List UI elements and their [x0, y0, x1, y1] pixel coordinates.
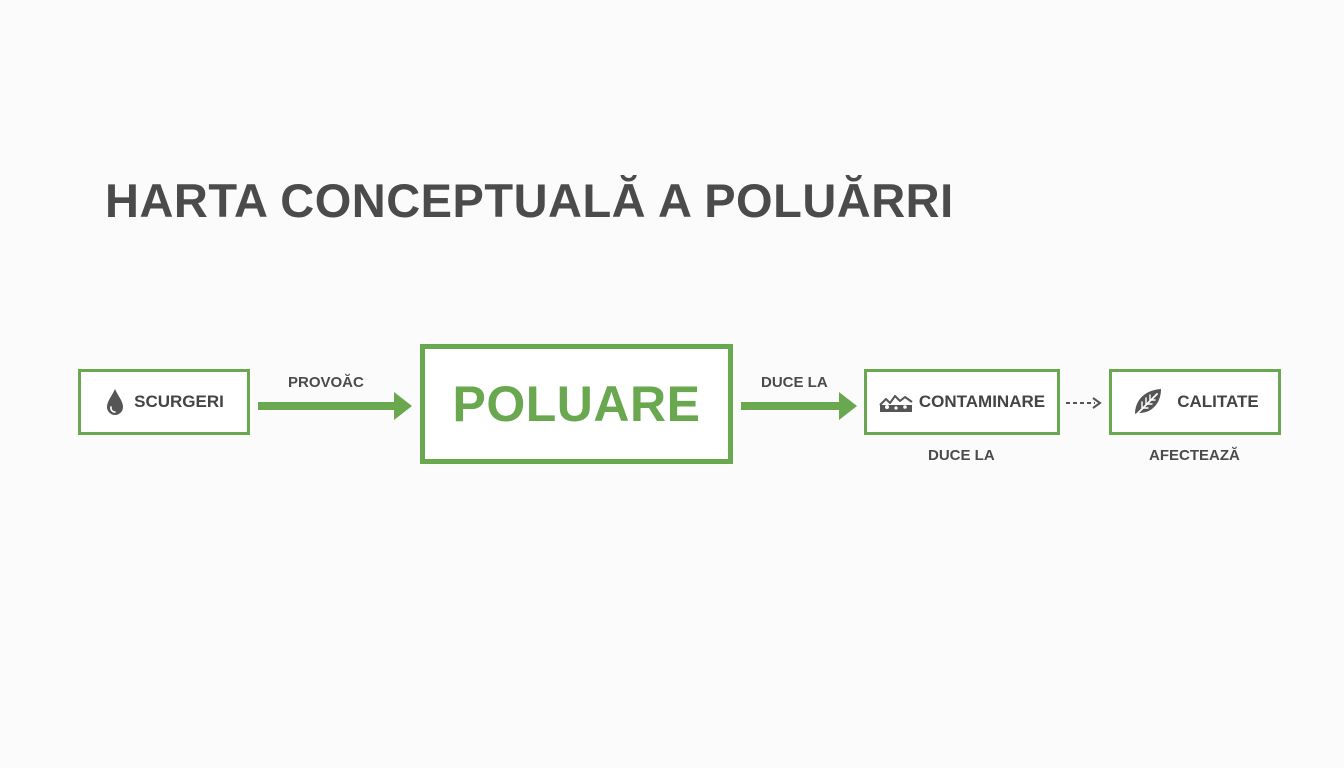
node-scurgeri: SCURGERI [78, 369, 250, 435]
terrain-icon [879, 391, 913, 413]
node-contaminare: CONTAMINARE [864, 369, 1060, 435]
node-contaminare-label: CONTAMINARE [918, 392, 1046, 411]
water-drop-icon [104, 387, 126, 417]
arrow-scurgeri-to-poluare [258, 392, 412, 420]
edge-label-provoac: PROVOĂC [288, 374, 364, 391]
leaf-icon [1131, 386, 1165, 418]
dashed-arrow-contaminare-to-calitate [1066, 397, 1102, 409]
node-calitate-label: CALITATE [1177, 392, 1259, 411]
edge-label-duce-la-bottom: DUCE LA [928, 447, 995, 464]
node-calitate: CALITATE [1109, 369, 1281, 435]
node-poluare-label: POLUARE [452, 376, 701, 432]
edge-label-afecteaza: AFECTEAZĂ [1149, 447, 1240, 464]
node-scurgeri-label: SCURGERI [134, 392, 224, 411]
node-poluare: POLUARE [420, 344, 733, 464]
diagram-title: HARTA CONCEPTUALĂ A POLUĂRRI [105, 174, 954, 227]
edge-label-duce-la-top: DUCE LA [761, 374, 828, 391]
arrow-poluare-to-contaminare [741, 392, 857, 420]
